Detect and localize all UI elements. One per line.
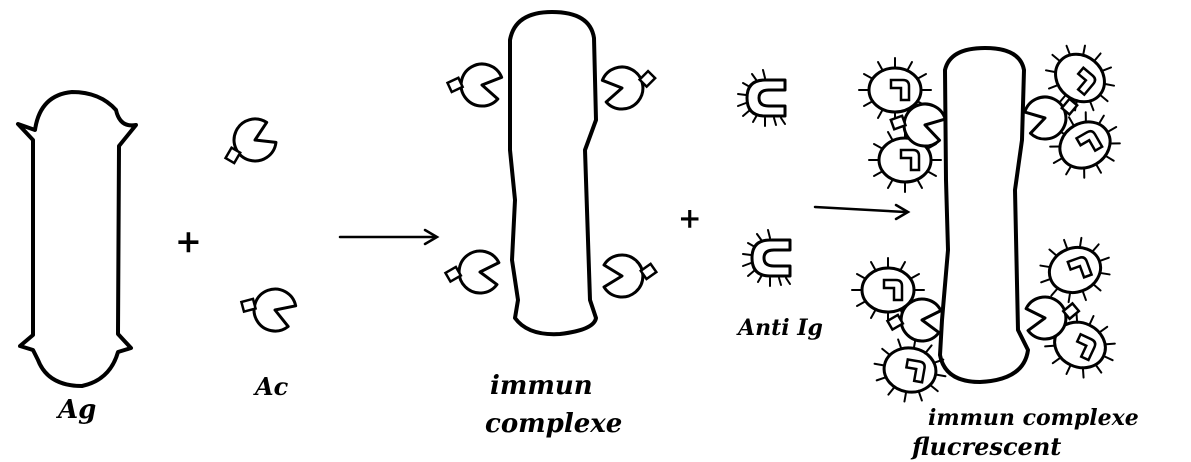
antibody-label: Ac [253, 372, 289, 401]
antibody-bound-bottom-right [604, 255, 656, 297]
antigen-shape [18, 92, 136, 386]
antibody-free-bottom [236, 279, 300, 336]
antigen-label: Ag [55, 395, 96, 425]
fluorescent-complex-label-line1: immun complexe [928, 405, 1139, 431]
antigen-in-complex [510, 12, 596, 334]
anti-ig-label: Anti Ig [736, 315, 823, 341]
reaction-arrow-1 [340, 230, 437, 244]
antibody-bound-top-left [445, 58, 504, 108]
antibody-bound-top-right [601, 61, 660, 111]
antibody-free-top [215, 113, 280, 173]
fluorescent-complex-label-line2: flucrescent [910, 432, 1061, 461]
antigen-in-fluorescent-complex [940, 48, 1028, 382]
anti-ig-free-bottom [743, 230, 790, 286]
antibody-bound-bottom-left [444, 248, 500, 294]
anti-ig-free-top [738, 70, 785, 126]
plus-sign-2: + [678, 202, 701, 235]
reaction-arrow-2 [815, 205, 908, 219]
plus-sign-1: + [175, 222, 202, 260]
immune-complex-label-line2: complexe [485, 409, 622, 439]
immune-complex-label-line1: immun [490, 371, 593, 401]
